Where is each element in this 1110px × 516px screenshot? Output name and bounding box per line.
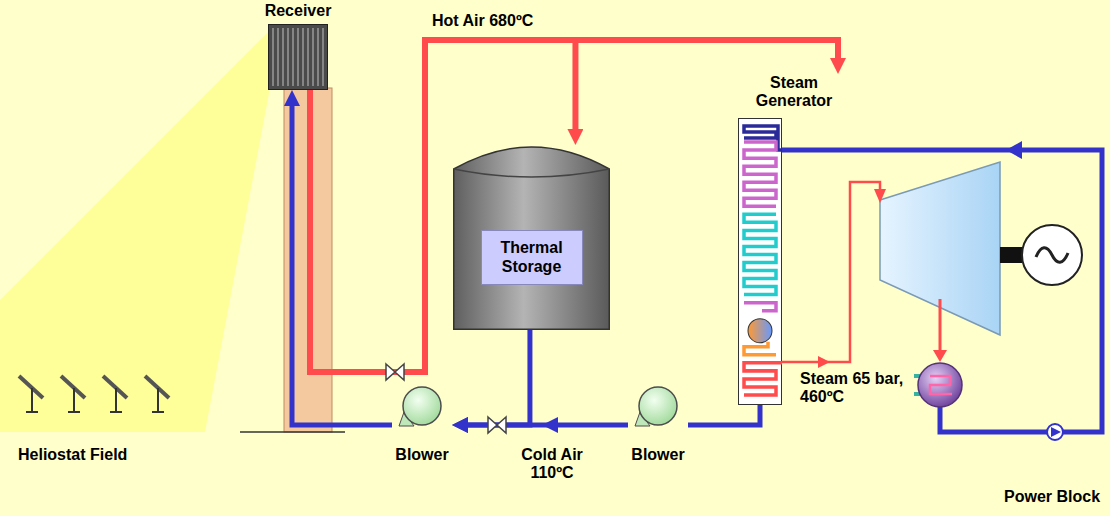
steam-arrowhead (818, 356, 830, 368)
heliostat-post (31, 388, 33, 412)
receiver-tube (292, 28, 294, 86)
steam-drum (748, 318, 772, 342)
heliostat-post (157, 388, 159, 412)
blower-symbol (632, 386, 684, 428)
area-label: Heliostat Field (18, 446, 127, 464)
flow-label: Hot Air 680ºC (432, 12, 533, 30)
steam-generator: Steam Generator (738, 74, 888, 405)
area-label: Heliostat Field (18, 446, 127, 464)
sunlight-beam (0, 30, 270, 432)
heliostat-base (110, 411, 122, 413)
ground-line (240, 431, 345, 433)
node-label: Steam Generator (744, 74, 844, 111)
receiver-head (268, 24, 328, 90)
node-label: Receiver (262, 2, 335, 20)
air-pipe (688, 405, 760, 425)
thermal-storage-tank: Thermal Storage (453, 145, 610, 330)
node-label: Blower (395, 446, 448, 464)
receiver-tube (322, 28, 324, 86)
steam-generator-casing (738, 118, 782, 405)
tank-seam (454, 169, 610, 177)
node-label: Thermal Storage (481, 230, 583, 285)
heliostat-mirrors (19, 376, 169, 412)
node-label: Blower (631, 446, 684, 464)
steam-line (782, 182, 880, 362)
receiver-tube (272, 28, 274, 86)
heliostat-post (73, 388, 75, 412)
solar-receiver: Receiver (262, 2, 335, 90)
heliostat-base (26, 411, 38, 413)
steam-condition-label: Steam 65 bar, 460ºC (800, 370, 904, 407)
feedwater-arrowhead (1006, 141, 1022, 159)
generator-tilde (1036, 248, 1068, 263)
air-blower: Blower (392, 386, 452, 464)
feedwater-line (782, 150, 1102, 432)
steam-condition-label: Steam 65 bar, 460ºC (800, 370, 904, 407)
air-pipe (292, 106, 392, 425)
steam-arrowhead (874, 189, 886, 203)
turbine-shaft (1000, 247, 1022, 263)
flow-arrowhead (542, 417, 558, 433)
receiver-tube (277, 28, 279, 86)
receiver-tube (287, 28, 289, 86)
receiver-tube (312, 28, 314, 86)
evaporator-coil (744, 302, 776, 310)
receiver-panel (269, 25, 328, 90)
heliostat-post (115, 388, 117, 412)
heat-exchanger-coils (738, 118, 782, 406)
superheater-coil (744, 341, 776, 354)
feed-pump (1047, 424, 1063, 440)
area-label: Power Block (1004, 488, 1100, 506)
blower-symbol (396, 386, 448, 428)
condenser (918, 363, 962, 407)
air-pipe (468, 330, 530, 425)
tank-body (454, 147, 610, 329)
preheater-coil (744, 142, 776, 206)
air-blower: Blower (628, 386, 688, 464)
receiver-tube (297, 28, 299, 86)
generator-symbol (1022, 225, 1082, 285)
receiver-tube (282, 28, 284, 86)
exhaust-arrowhead (933, 350, 947, 362)
receiver-tube (302, 28, 304, 86)
flow-label: Hot Air 680ºC (432, 12, 533, 30)
area-label: Power Block (1004, 488, 1100, 506)
evaporator-coil (744, 214, 776, 294)
receiver-tube (307, 28, 309, 86)
blower-housing (639, 387, 677, 425)
receiver-tube (317, 28, 319, 86)
condenser-coil (930, 376, 952, 394)
flow-label: Cold Air 110ºC (512, 446, 592, 483)
blower-housing (403, 387, 441, 425)
air-pipe (310, 40, 838, 372)
heliostat-base (152, 411, 164, 413)
valve-symbol (386, 364, 404, 380)
pump-triangle (1051, 427, 1061, 437)
heliostat-base (68, 411, 80, 413)
flow-label: Cold Air 110ºC (512, 446, 592, 483)
exhaust-line (939, 299, 942, 350)
valve-symbol (488, 417, 506, 433)
superheater-coil (744, 362, 782, 394)
